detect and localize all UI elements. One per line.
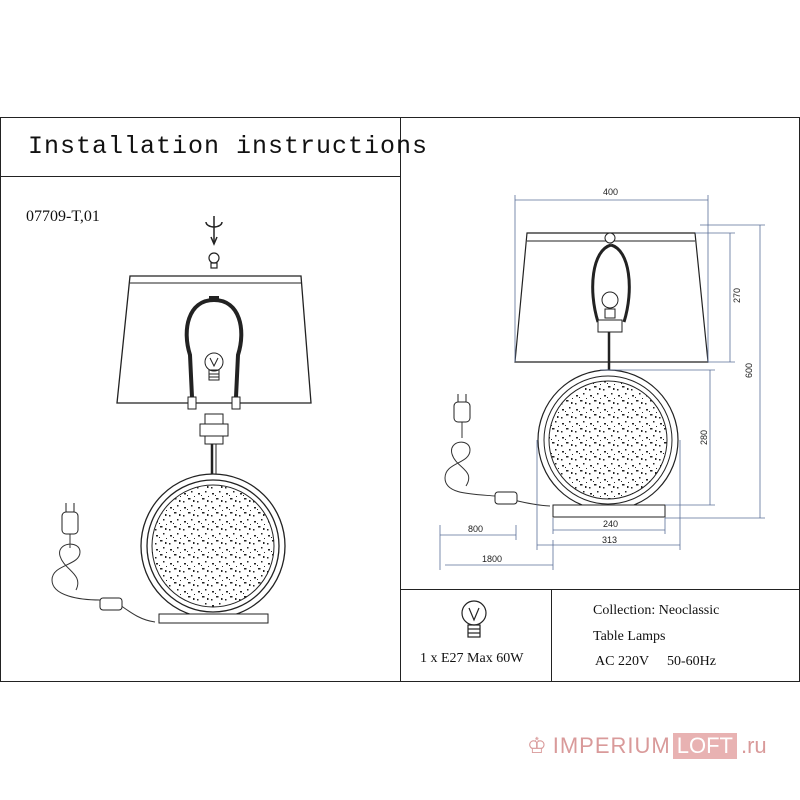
product-code: 07709-T,01 (26, 208, 100, 225)
lamp-cord (51, 534, 156, 623)
right-lamp-drawing: 400 270 600 280 240 313 800 1800 (439, 187, 765, 570)
watermark-crest-icon: ♔ (527, 733, 547, 758)
lamp-base-plate (158, 613, 269, 624)
left-lamp-drawing (51, 216, 312, 624)
frequency-label: 50-60Hz (667, 654, 716, 669)
dim-overall-width: 313 (602, 535, 617, 545)
dim-shade-width: 400 (603, 187, 618, 197)
dim-cord-total: 1800 (482, 554, 502, 564)
bulb-spec: 1 x E27 Max 60W (420, 651, 524, 666)
dim-total-height: 600 (744, 363, 754, 378)
finial-icon (208, 252, 220, 269)
dim-base-width: 240 (603, 519, 618, 529)
watermark: ♔ IMPERIUM LOFT .ru (527, 733, 767, 759)
spec-bulb-icon (461, 600, 487, 638)
watermark-part3: .ru (740, 733, 767, 758)
rotate-arrow-icon (205, 216, 223, 246)
lamp-shade (116, 275, 312, 404)
dim-base-height: 280 (699, 430, 709, 445)
title-box (0, 117, 401, 177)
bulb-icon (204, 352, 224, 381)
page-title: Installation instructions (28, 132, 429, 161)
lamp-harp (184, 298, 244, 398)
switch-icon (99, 597, 123, 611)
dim-cord-part: 800 (468, 524, 483, 534)
dim-shade-height: 270 (732, 288, 742, 303)
collection-label: Collection: Neoclassic (593, 603, 720, 618)
watermark-part2: LOFT (672, 733, 737, 759)
watermark-part1: IMPERIUM (552, 733, 671, 758)
voltage-label: AC 220V (595, 654, 650, 669)
type-label: Table Lamps (593, 629, 666, 644)
plug-icon (61, 503, 79, 535)
